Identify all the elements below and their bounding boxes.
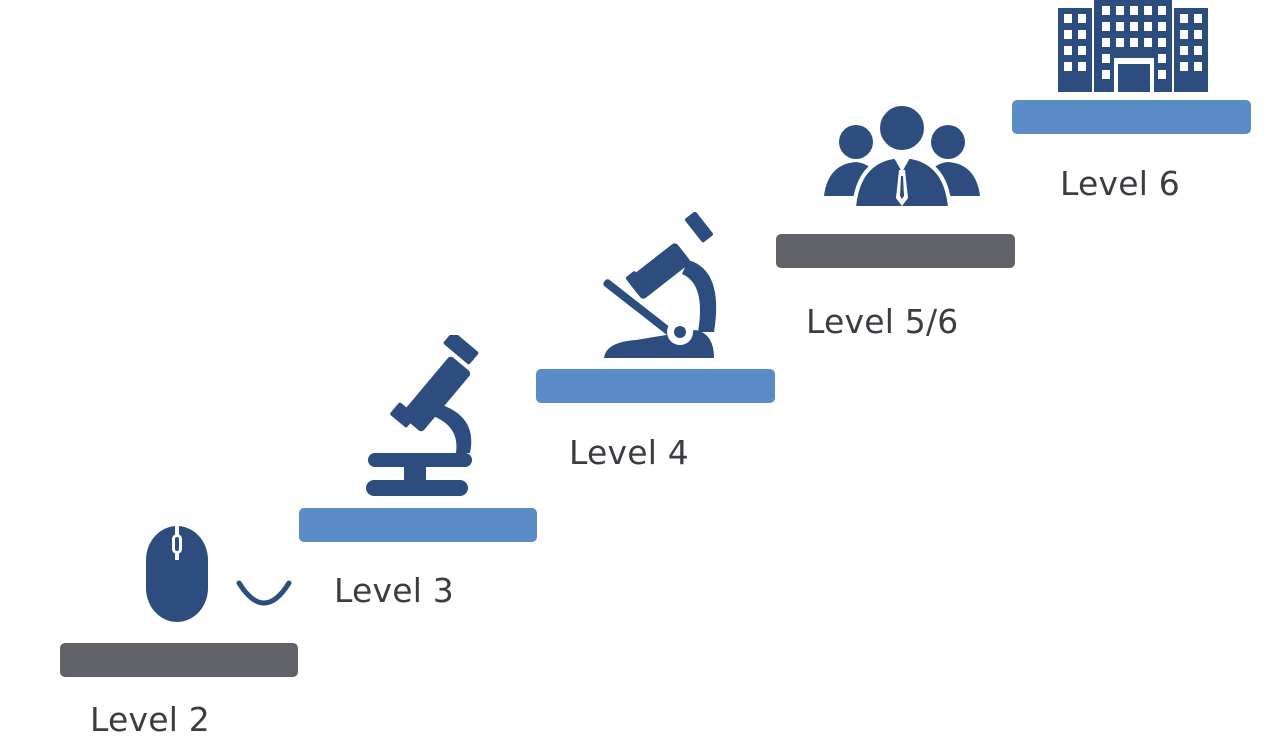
building-icon xyxy=(1058,0,1208,92)
step-label-level-5-6: Level 5/6 xyxy=(806,302,959,341)
team-icon xyxy=(824,102,980,210)
step-bar-level-5-6 xyxy=(776,234,1015,268)
microscope-icon xyxy=(603,212,717,358)
step-bar-level-3 xyxy=(299,508,537,542)
step-label-level-6: Level 6 xyxy=(1060,164,1180,203)
curve-decoration-icon xyxy=(236,580,292,606)
step-label-level-4: Level 4 xyxy=(569,433,689,472)
microscope-icon xyxy=(366,335,479,496)
step-bar-level-4 xyxy=(536,369,775,403)
step-bar-level-2 xyxy=(60,643,298,677)
step-label-level-3: Level 3 xyxy=(334,571,454,610)
mouse-icon xyxy=(146,526,208,622)
step-bar-level-6 xyxy=(1012,100,1251,134)
